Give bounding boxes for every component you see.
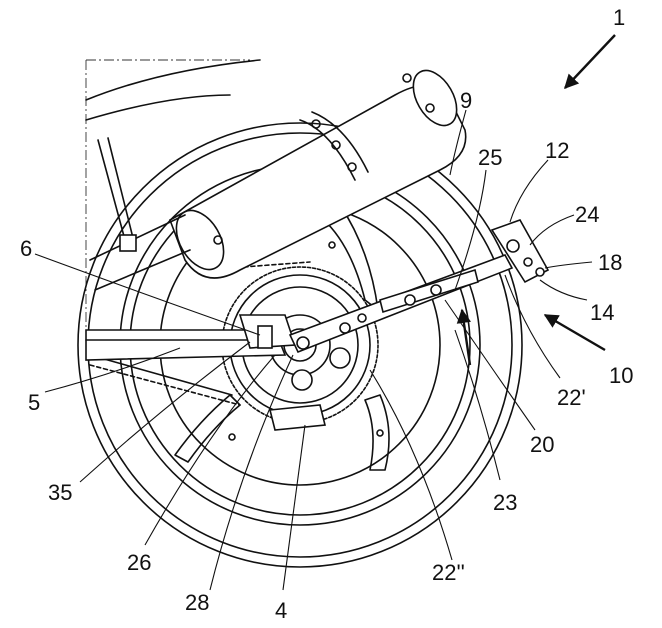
ref-5: 5 [28, 390, 40, 415]
ref-26: 26 [127, 550, 151, 575]
ref-28: 28 [185, 590, 209, 615]
leader-lines [34, 109, 593, 591]
ref-24: 24 [575, 202, 599, 227]
ref-9: 9 [460, 88, 472, 113]
swing-arm [85, 314, 327, 431]
ref-14: 14 [590, 300, 614, 325]
ref-20: 20 [530, 432, 554, 457]
ref-35: 35 [48, 480, 72, 505]
ref-10: 10 [609, 363, 633, 388]
ref-23: 23 [493, 490, 517, 515]
ref-12: 12 [545, 138, 569, 163]
ref-25: 25 [478, 145, 502, 170]
reference-numerals: 1 9 25 12 24 18 14 10 22' 20 23 22'' 4 2… [20, 5, 633, 623]
direction-arrows [456, 34, 616, 366]
holder-arm [288, 219, 550, 354]
ref-4: 4 [275, 598, 287, 623]
ref-22p: 22' [557, 385, 586, 410]
ref-22pp: 22'' [432, 560, 465, 585]
rear-frame [85, 59, 261, 252]
ref-6: 6 [20, 236, 32, 261]
ref-1: 1 [613, 5, 625, 30]
exhaust-muffler [89, 69, 467, 291]
ref-18: 18 [598, 250, 622, 275]
